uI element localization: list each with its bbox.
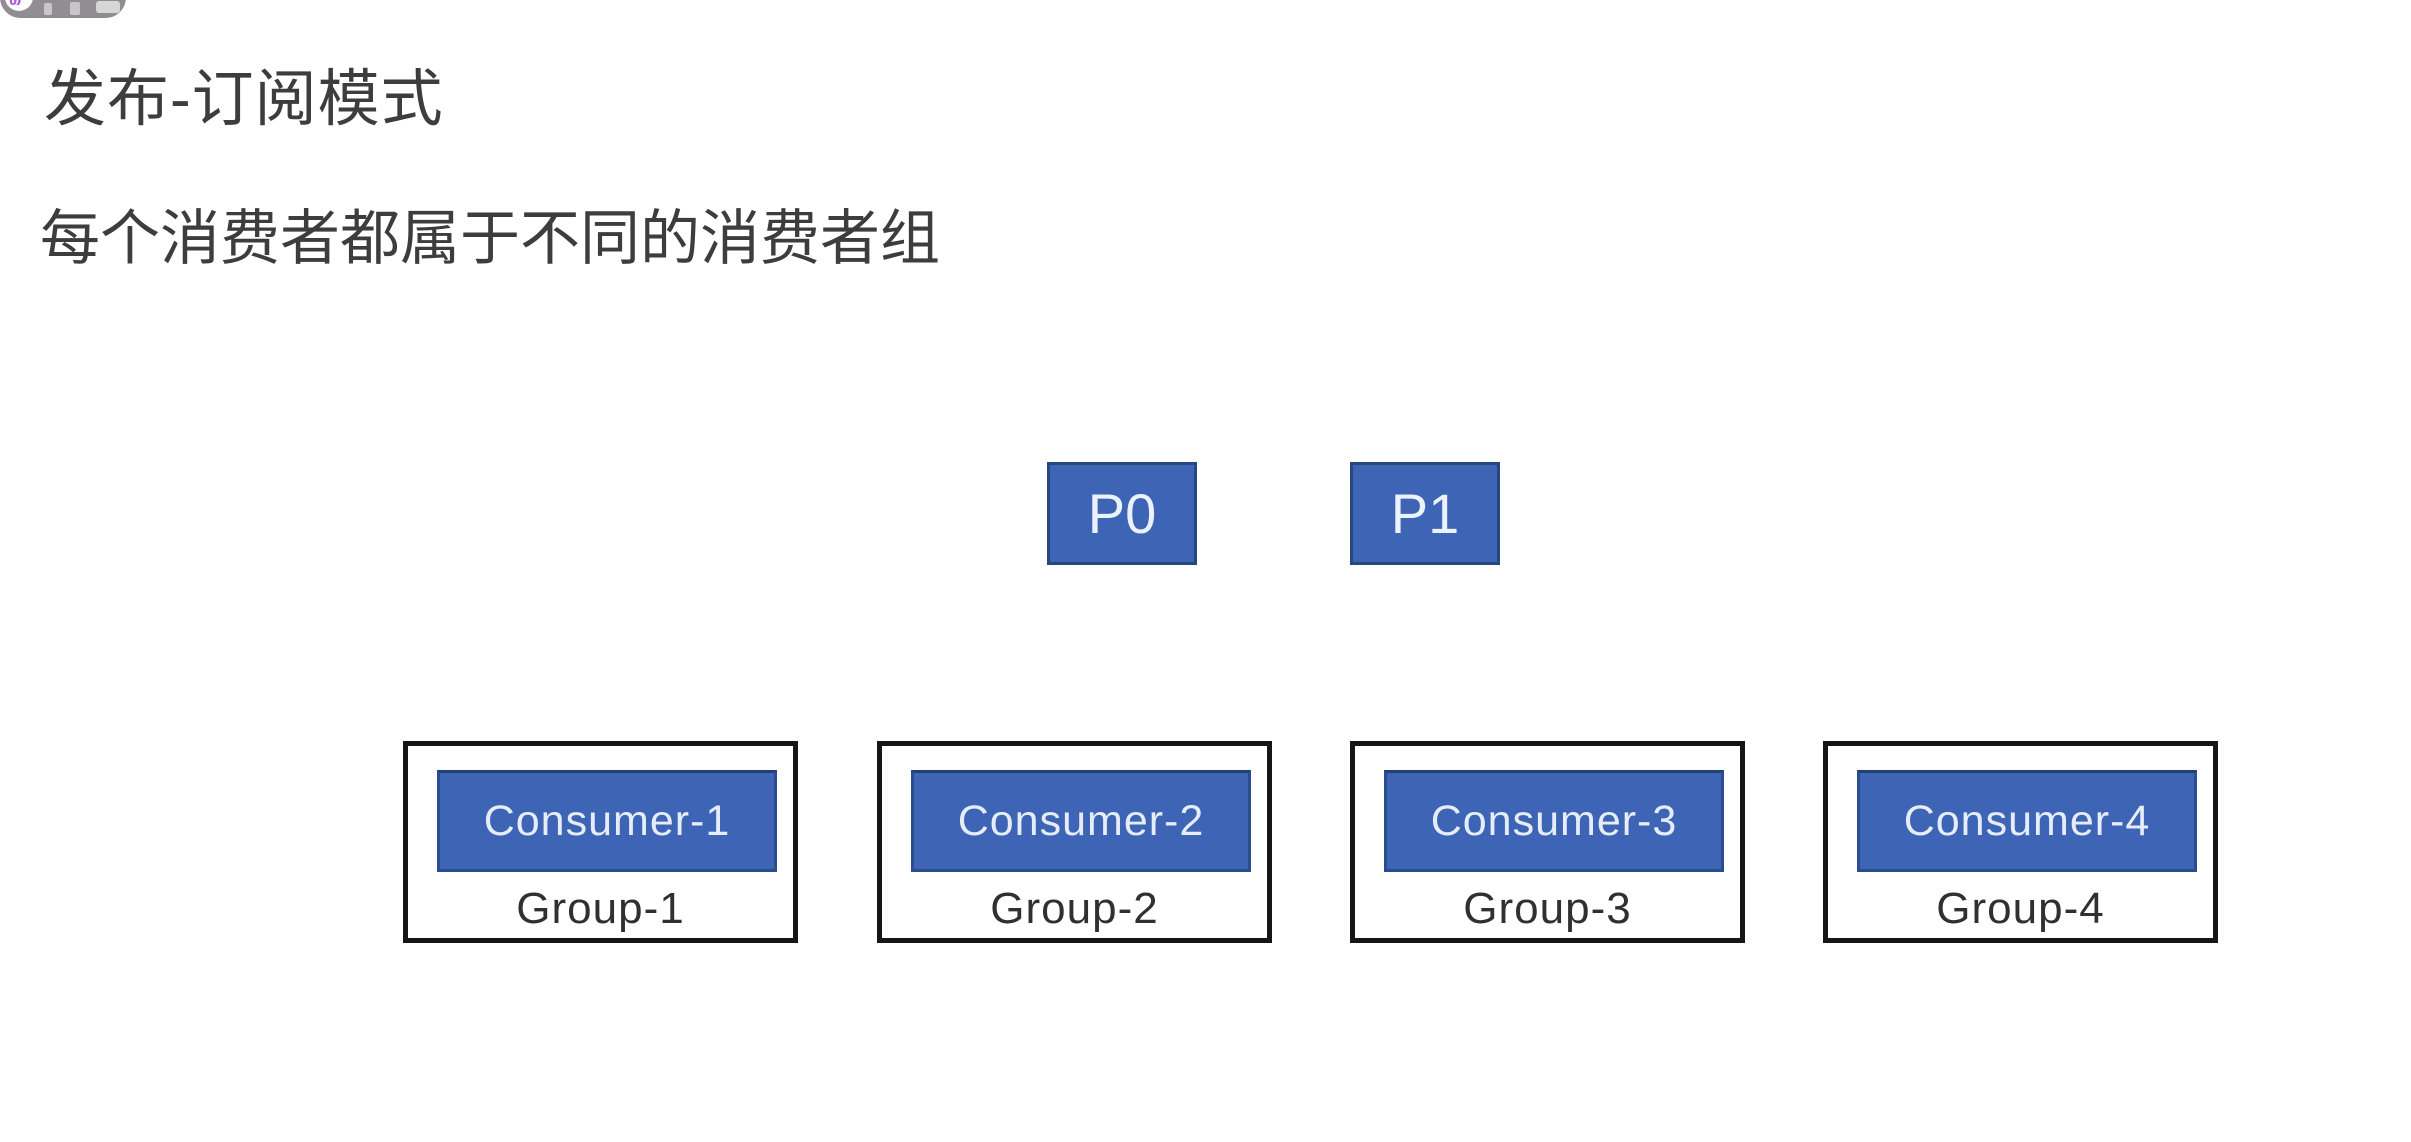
consumer-box-3: Consumer-3 [1384, 770, 1724, 872]
group-label-1: Group-1 [516, 884, 685, 933]
watermark-glyph-fragment [96, 1, 120, 13]
partition-label: P0 [1087, 482, 1157, 545]
group-box-4: Consumer-4 Group-4 [1823, 741, 2218, 943]
group-label-4: Group-4 [1936, 884, 2105, 933]
watermark-logo-icon: თ [5, 0, 33, 11]
consumer-box-1: Consumer-1 [437, 770, 777, 872]
group-label-3: Group-3 [1463, 884, 1632, 933]
consumer-box-4: Consumer-4 [1857, 770, 2197, 872]
group-label-2: Group-2 [990, 884, 1159, 933]
group-box-2: Consumer-2 Group-2 [877, 741, 1272, 943]
watermark-badge: თ [0, 0, 126, 18]
consumer-label: Consumer-3 [1430, 796, 1678, 845]
consumer-label: Consumer-2 [957, 796, 1205, 845]
consumer-label: Consumer-4 [1903, 796, 2151, 845]
slide-title: 发布-订阅模式 [44, 65, 444, 134]
partition-box-p0: P0 [1047, 462, 1197, 565]
partition-box-p1: P1 [1350, 462, 1500, 565]
partition-label: P1 [1390, 482, 1460, 545]
consumer-label: Consumer-1 [483, 796, 731, 845]
logo-squiggle-icon: თ [9, 0, 22, 9]
watermark-glyph-fragment [44, 3, 52, 15]
group-box-1: Consumer-1 Group-1 [403, 741, 798, 943]
watermark-glyph-fragment [70, 2, 80, 15]
group-box-3: Consumer-3 Group-3 [1350, 741, 1745, 943]
slide-subtitle: 每个消费者都属于不同的消费者组 [40, 205, 940, 272]
consumer-box-2: Consumer-2 [911, 770, 1251, 872]
